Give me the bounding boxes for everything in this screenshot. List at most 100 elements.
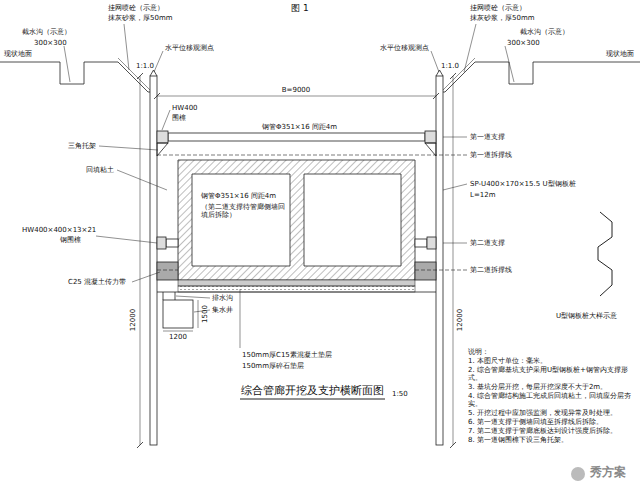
annotation-label: 水平位移观测点 (165, 44, 214, 52)
steel-strut (166, 239, 178, 247)
annotation-label: 现状地面 (4, 50, 32, 58)
figure-number: 图 1 (291, 3, 309, 13)
annotation-label: B=9000 (282, 86, 310, 94)
title-underline (240, 399, 385, 400)
leader-line (162, 110, 170, 130)
annotation-label: 排水沟 (212, 294, 233, 302)
annotation-label: 截水沟（示意） (520, 28, 569, 36)
dimension-label: 1500 (201, 305, 209, 323)
dimension-line (198, 300, 199, 328)
dimension-line (453, 76, 454, 445)
annotation-label: 第一道支撑 (470, 133, 505, 141)
waler (157, 131, 168, 143)
annotation-label: 挂网喷砼（示意） (108, 4, 164, 12)
note-text: 7. 第二道支撑于管廊底板达到设计强度后拆除。 (468, 427, 634, 435)
u-pile-detail (598, 212, 612, 296)
dimension-line (163, 331, 193, 332)
steel-strut (415, 239, 427, 247)
sheet-pile (150, 76, 157, 445)
note-text: 6. 第一道支撑于侧墙回填至拆撑线后拆除。 (468, 418, 634, 426)
annotation-label: 围檩 (172, 114, 186, 122)
note-text: 4. 综合管廊结构施工完成后回填粘土，回填应分层夯实。 (468, 392, 634, 408)
utility-tunnel (178, 160, 415, 280)
drawing-title: 综合管廊开挖及支护横断面图 (241, 384, 384, 396)
leader-line (154, 51, 163, 72)
triangle-bracket (425, 143, 436, 156)
watermark: 秀方案 (590, 466, 626, 480)
steel-strut (168, 133, 425, 141)
dimension-label: 12000 (456, 309, 464, 331)
annotation-label: 1:1.0 (136, 62, 154, 70)
leader-line (505, 46, 514, 82)
waler (425, 131, 436, 143)
annotation-label: 截水沟（示意） (22, 28, 71, 36)
sheet-pile (436, 76, 443, 445)
dimension-tick (450, 73, 456, 448)
ground-line (0, 62, 150, 92)
annotation-label: U型钢板桩大样示意 (556, 312, 617, 320)
annotation-label: SP-U400×170×15.5 U型钢板桩 (470, 180, 576, 188)
dimension-line (157, 96, 436, 97)
watermark-icon (571, 467, 585, 481)
leader-line (464, 24, 476, 72)
leader-line (99, 146, 158, 150)
annotation-label: 300×300 (507, 39, 540, 47)
leader-line (431, 51, 439, 72)
leader-line (443, 137, 467, 138)
annotation-label: 第一道拆撑线 (470, 151, 512, 159)
annotation-label: HW400 (172, 104, 198, 112)
annotation-label: 抹灰砂浆，厚50mm (108, 14, 173, 22)
annotation-label: 150mm厚碎石垫层 (242, 362, 304, 370)
note-text: 2. 综合管廊基坑支护采用U型钢板桩+钢管内支撑形式。 (468, 366, 634, 382)
leader-line (96, 236, 157, 243)
annotation-label: 钢管Φ351×16 间距4m (262, 123, 337, 131)
annotation-label: 第二道拆撑线 (470, 266, 512, 274)
annotation-label: 挂网喷砼（示意） (470, 4, 526, 12)
annotation-label: 抹灰砂浆，厚50mm (470, 14, 535, 22)
annotation-label: 第二道支撑 (470, 239, 505, 247)
annotation-label: 现状地面 (606, 50, 634, 58)
removal-line (157, 270, 467, 271)
ground-line (443, 62, 640, 92)
note-text: 8. 第一道钢围檩下设三角托架。 (468, 436, 634, 444)
leader-line (443, 243, 467, 244)
transfer-band (415, 262, 436, 280)
annotation-label: （第二道支撑待管廊侧墙回填后拆除） (200, 203, 288, 219)
leader-line (64, 46, 70, 82)
annotation-label: 1200 (169, 333, 187, 341)
annotation-label: 150mm厚C15素混凝土垫层 (242, 351, 332, 359)
leader-line (240, 289, 241, 348)
annotation-label: 300×300 (34, 39, 67, 47)
annotation-label: 回填粘土 (86, 166, 114, 174)
leader-lines (64, 24, 514, 348)
annotation-label: 钢管Φ351×16 间距4m (200, 192, 277, 200)
drain-ditch (163, 292, 175, 300)
concrete-cushion (178, 280, 415, 286)
removal-line (157, 155, 467, 156)
note-text: 1. 本图尺寸单位：毫米。 (468, 357, 634, 365)
note-text: 5. 开挖过程中应加强监测，发现异常及时处理。 (468, 409, 634, 417)
annotation-label: 三角托架 (68, 142, 96, 150)
waler (427, 237, 436, 249)
note-text: 3. 基坑分层开挖，每层开挖深度不大于2m。 (468, 383, 634, 391)
gravel-cushion (178, 286, 415, 292)
note-text: 说明： (468, 348, 634, 356)
annotation-label: C25 混凝土传力带 (68, 278, 126, 286)
annotation-label: L=12m (470, 191, 496, 199)
annotation-label: 1:1.0 (441, 62, 459, 70)
sump-pit (163, 300, 193, 328)
observation-point (150, 70, 157, 76)
annotation-label: 1:50 (392, 390, 408, 398)
leader-line (124, 24, 129, 70)
annotation-label: 集水井 (212, 306, 233, 314)
triangle-bracket (157, 143, 168, 156)
leader-line (176, 296, 210, 298)
dimension-tick (137, 73, 143, 448)
pit-bottom (157, 292, 436, 293)
annotation-label: HW400×400×13×21 (22, 226, 96, 234)
transfer-band (157, 262, 178, 280)
waler (157, 237, 166, 249)
dimension-line (140, 76, 141, 445)
